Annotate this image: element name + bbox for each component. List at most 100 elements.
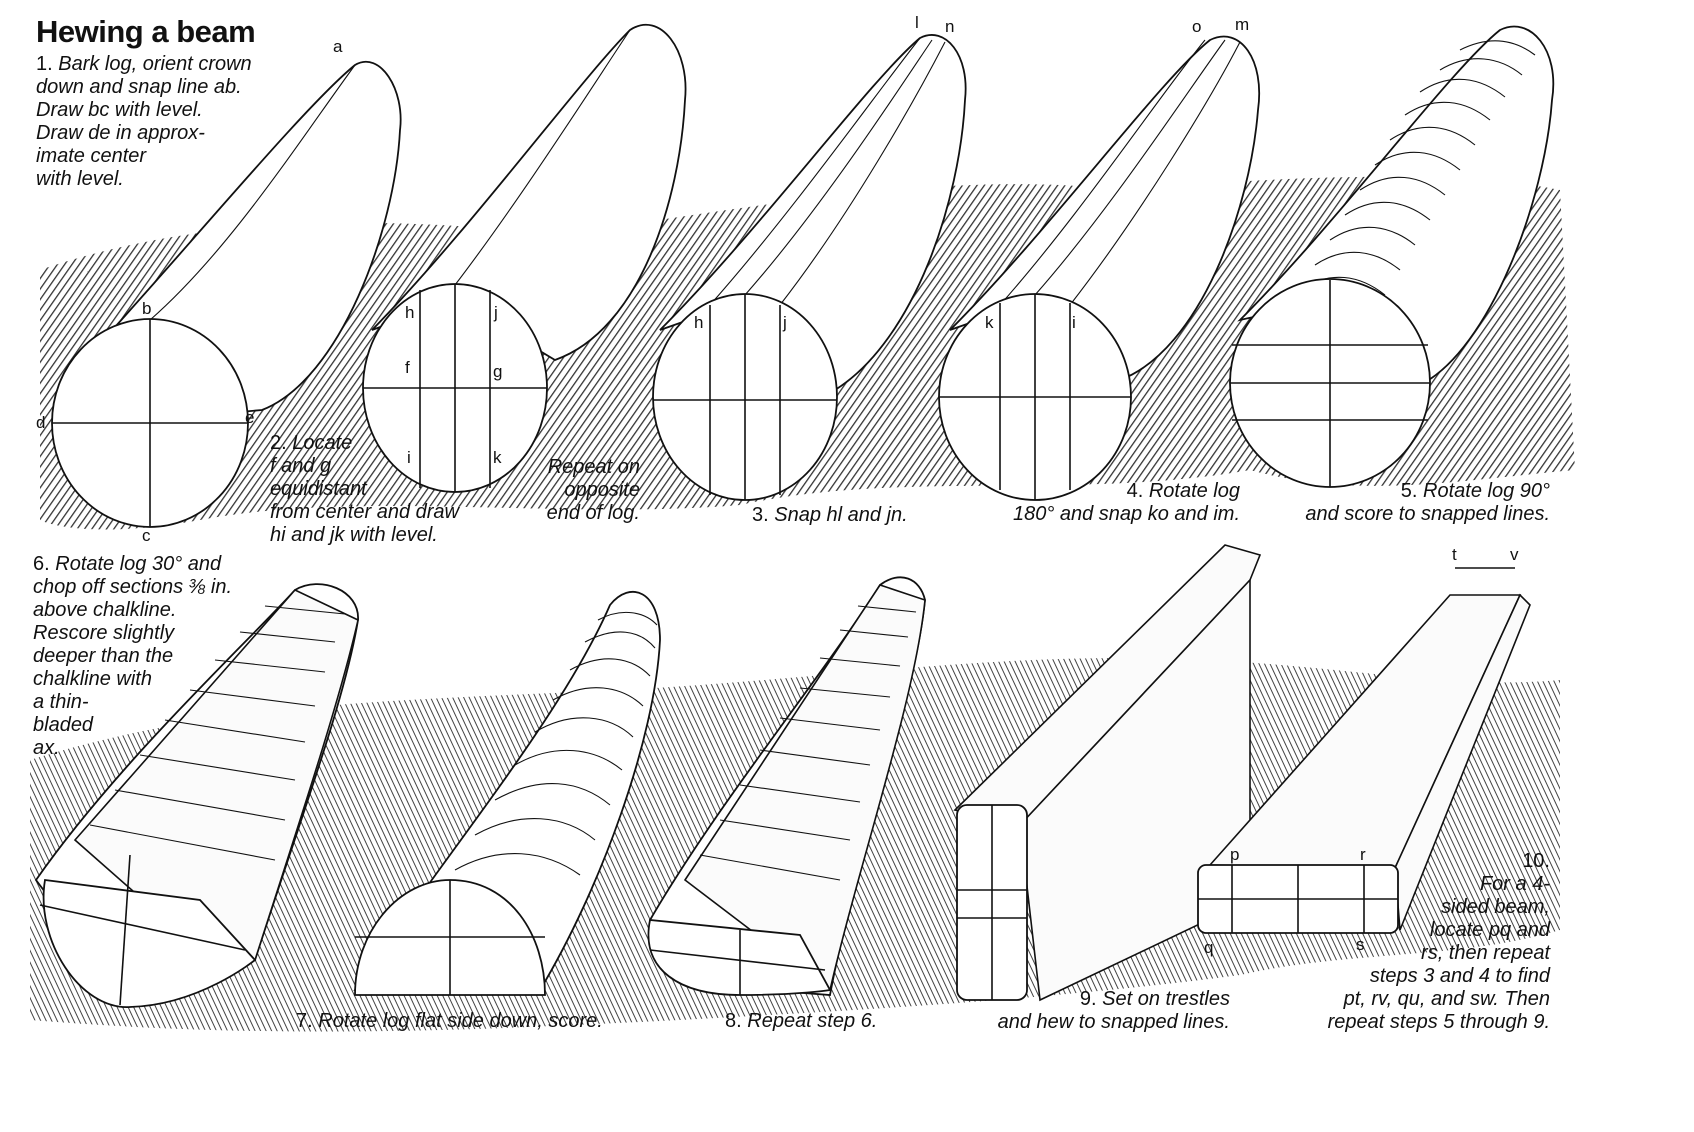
label-j-3: j xyxy=(782,313,787,332)
label-b: b xyxy=(142,299,151,318)
caption-step-9: 9. Set on trestles and hew to snapped li… xyxy=(950,988,1230,1034)
step-2-line-4: from center and draw xyxy=(270,501,459,523)
step-5-line-1: Rotate log 90° xyxy=(1423,480,1550,502)
caption-step-5: 5. Rotate log 90° and score to snapped l… xyxy=(1270,480,1550,526)
step-6-line-3: above chalkline. xyxy=(33,599,177,621)
step-6-line-6: chalkline with xyxy=(33,668,152,690)
step-1-line-5: imate center xyxy=(36,145,147,167)
label-r: r xyxy=(1360,845,1366,864)
label-o: o xyxy=(1192,17,1201,36)
step-1-line-3: Draw bc with level. xyxy=(36,99,203,121)
chop-marks-8 xyxy=(699,605,917,881)
step-10-line-1: For a 4- xyxy=(1479,873,1550,895)
fig3-log xyxy=(652,34,967,501)
step-10-line-6: pt, rv, qu, and sw. Then xyxy=(1343,988,1550,1010)
step-3-line-1: Snap hl and jn. xyxy=(774,504,908,526)
label-q: q xyxy=(1204,938,1213,957)
fig6-log xyxy=(34,583,359,1008)
caption-step-6: 6. Rotate log 30° and chop off sections … xyxy=(33,553,232,760)
label-k: k xyxy=(493,448,502,467)
label-h: h xyxy=(405,303,414,322)
step-2-line-3: equidistant xyxy=(270,478,367,500)
step-2-line-5: hi and jk with level. xyxy=(270,524,438,546)
label-p: p xyxy=(1230,845,1239,864)
fig5-log xyxy=(1229,25,1555,488)
step-10-line-3: locate pq and xyxy=(1429,919,1550,941)
step-7-line-1: Rotate log flat side down, score. xyxy=(318,1010,603,1032)
fig7-log xyxy=(353,590,661,996)
step-10-number: 10. xyxy=(1522,850,1550,872)
label-k-4: k xyxy=(985,313,994,332)
label-h-3: h xyxy=(694,313,703,332)
step-6-line-2: chop off sections ⅜ in. xyxy=(33,576,233,598)
label-s: s xyxy=(1356,935,1365,954)
repeat-line-3: end of log. xyxy=(546,502,640,524)
fig9-beam xyxy=(953,544,1262,1002)
step-4-line-1: Rotate log xyxy=(1148,480,1240,502)
label-c: c xyxy=(142,526,151,545)
label-d: d xyxy=(36,413,45,432)
step-2-line-1: Locate xyxy=(292,432,353,454)
fig10-beam xyxy=(1197,567,1531,934)
step-8-number: 8. xyxy=(725,1010,742,1032)
step-1-line-1: Bark log, orient crown xyxy=(58,53,252,75)
caption-step-3: 3. Snap hl and jn. xyxy=(752,504,908,527)
step-6-line-1: Rotate log 30° and xyxy=(55,553,222,575)
score-marks-5 xyxy=(1299,40,1536,296)
step-10-line-7: repeat steps 5 through 9. xyxy=(1327,1011,1550,1033)
repeat-line-1: Repeat on xyxy=(547,456,640,478)
step-10-line-2: sided beam, xyxy=(1441,896,1550,918)
label-i: i xyxy=(407,448,411,467)
step-6-line-8: bladed xyxy=(33,714,94,736)
step-9-number: 9. xyxy=(1079,988,1097,1010)
fig8-log xyxy=(647,576,926,996)
page-title: Hewing a beam xyxy=(36,14,256,49)
step-9-line-1: Set on trestles xyxy=(1102,988,1230,1010)
caption-step-4: 4. Rotate log 180° and snap ko and im. xyxy=(960,480,1240,526)
caption-step-7: 7. Rotate log flat side down, score. xyxy=(296,1010,603,1033)
step-4-number: 4. xyxy=(1126,480,1144,502)
step-5-number: 5. xyxy=(1400,480,1418,502)
label-i-4: i xyxy=(1072,313,1076,332)
step-10-line-4: rs, then repeat xyxy=(1421,942,1550,964)
chop-marks-6 xyxy=(89,605,346,861)
label-m: m xyxy=(1235,15,1249,34)
step-2-line-2: f and g xyxy=(270,455,332,477)
label-e: e xyxy=(245,408,254,427)
step-6-line-4: Rescore slightly xyxy=(33,622,175,644)
step-1-number: 1. xyxy=(36,53,53,75)
step-5-line-2: and score to snapped lines. xyxy=(1305,503,1550,525)
label-v: v xyxy=(1510,545,1519,564)
label-g: g xyxy=(493,362,502,381)
label-a: a xyxy=(333,37,343,56)
label-j: j xyxy=(493,303,498,322)
step-1-line-2: down and snap line ab. xyxy=(36,76,242,98)
repeat-line-2: opposite xyxy=(564,479,640,501)
step-10-line-5: steps 3 and 4 to find xyxy=(1369,965,1550,987)
step-1-line-4: Draw de in approx- xyxy=(36,122,205,144)
caption-step-10: 10. For a 4- sided beam, locate pq and r… xyxy=(1270,850,1550,1034)
step-2-number: 2. xyxy=(270,432,287,454)
caption-step-1: 1. Bark log, orient crown down and snap … xyxy=(36,53,252,191)
step-9-line-2: and hew to snapped lines. xyxy=(997,1011,1230,1033)
caption-step-8: 8. Repeat step 6. xyxy=(725,1010,877,1033)
fig4-log xyxy=(938,35,1260,501)
label-n: n xyxy=(945,17,954,36)
caption-step-2: 2. Locate f and g equidistant from cente… xyxy=(270,432,459,547)
step-6-line-5: deeper than the xyxy=(33,645,174,667)
step-1-line-6: with level. xyxy=(36,168,124,190)
step-6-line-9: ax. xyxy=(33,737,60,759)
step-7-number: 7. xyxy=(296,1010,313,1032)
step-4-line-2: 180° and snap ko and im. xyxy=(1012,503,1240,525)
step-6-line-7: a thin- xyxy=(33,691,89,713)
caption-repeat-opposite: Repeat on opposite end of log. xyxy=(520,456,640,525)
fig1-log xyxy=(51,61,402,528)
fig2-log xyxy=(362,23,687,493)
step-6-number: 6. xyxy=(33,553,50,575)
step-3-number: 3. xyxy=(752,504,769,526)
label-f: f xyxy=(405,358,410,377)
label-l: l xyxy=(915,13,919,32)
score-marks-7 xyxy=(454,611,658,876)
step-8-line-1: Repeat step 6. xyxy=(747,1010,878,1032)
